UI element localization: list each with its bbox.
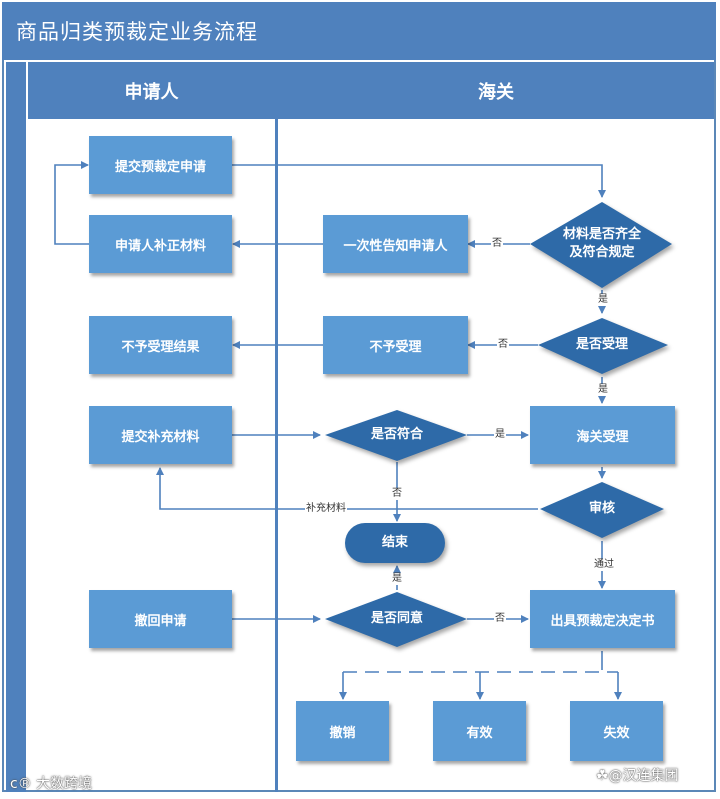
watermark-left: ᴄ℗ 大数跨境: [10, 773, 92, 793]
node-submit-application: 提交预裁定申请: [89, 136, 232, 194]
edge-label-no-3: 否: [391, 488, 403, 500]
node-invalid: 失效: [570, 701, 663, 761]
edge-label-yes-1: 是: [597, 294, 609, 306]
node-issue-decision: 出具预裁定决定书: [530, 590, 675, 648]
edge-label-no-2: 否: [497, 339, 509, 351]
text-review: 审核: [588, 501, 615, 516]
node-reject-result: 不予受理结果: [89, 316, 232, 374]
watermark-right: ☘@汉连集团: [596, 765, 679, 785]
node-valid: 有效: [433, 701, 526, 761]
text-accept-q: 是否受理: [575, 337, 628, 352]
diamond-conform-q: [325, 410, 467, 461]
lane-header-customs: 海关: [278, 62, 714, 119]
text-materials-complete: 材料是否齐全 及符合规定: [562, 227, 641, 260]
lane-divider: [275, 62, 278, 792]
edge-label-supplement: 补充材料: [305, 503, 347, 515]
node-customs-accept: 海关受理: [530, 406, 675, 464]
edge-label-no-1: 否: [491, 238, 503, 250]
diamond-accept-q: [538, 318, 668, 374]
edge-label-yes-2: 是: [597, 384, 609, 396]
edge-label-yes-4: 是: [391, 573, 403, 585]
text-agree-q: 是否同意: [370, 611, 423, 626]
watermark-logo-icon: ᴄ℗: [10, 776, 37, 792]
diamond-agree-q: [325, 592, 467, 647]
node-submit-supplement: 提交补充材料: [89, 406, 232, 464]
watermark-at-icon: ☘@: [596, 768, 623, 784]
edge-review-supplement: [156, 467, 538, 510]
node-reject: 不予受理: [323, 316, 468, 374]
node-revoke: 撤销: [296, 701, 389, 761]
diamond-materials-complete: [530, 202, 672, 288]
node-withdraw: 撤回申请: [89, 590, 232, 648]
diamond-review: [540, 482, 664, 538]
text-conform-q: 是否符合: [370, 427, 423, 442]
edge-submit-to-check: [232, 164, 606, 198]
edge-label-no-4: 否: [494, 613, 506, 625]
node-supplement-materials: 申请人补正材料: [89, 215, 232, 273]
lane-header-applicant: 申请人: [28, 62, 275, 119]
edge-supplement-loop: [54, 161, 90, 245]
text-end: 结束: [381, 535, 408, 550]
diagram-title: 商品归类预裁定业务流程: [16, 20, 258, 44]
node-notify-once: 一次性告知申请人: [323, 215, 468, 273]
watermark-right-text: 汉连集团: [622, 768, 679, 784]
watermark-left-text: 大数跨境: [36, 776, 93, 792]
terminal-end: [345, 523, 445, 563]
title-bar: 商品归类预裁定业务流程: [2, 2, 716, 60]
edge-label-pass: 通过: [593, 559, 615, 571]
edge-label-yes-3: 是: [494, 429, 506, 441]
left-side-strip: [6, 62, 26, 792]
